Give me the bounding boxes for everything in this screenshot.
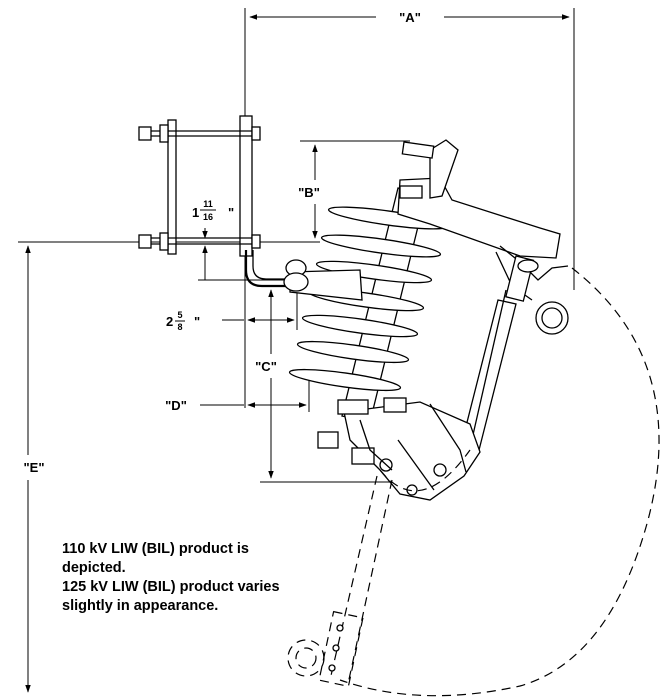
svg-text:": "	[228, 205, 234, 220]
dimension-d-label: "D"	[165, 398, 187, 413]
svg-text:1: 1	[192, 205, 199, 220]
svg-text:5: 5	[177, 310, 182, 320]
dimension-bracket-height-label: 1 11 16 "	[192, 199, 234, 222]
dimension-offset-label: 2 5 8 "	[166, 310, 200, 332]
note-line: slightly in appearance.	[62, 598, 219, 614]
insulator	[283, 187, 449, 423]
svg-text:": "	[194, 314, 200, 329]
upper-contact	[397, 139, 569, 335]
dimension-b-label: "B"	[298, 185, 320, 200]
note-line: depicted.	[62, 560, 126, 576]
note-line: 110 kV LIW (BIL) product is	[62, 541, 249, 557]
swing-radius-arc	[339, 267, 660, 697]
dimension-c-label: "C"	[255, 359, 277, 374]
svg-text:8: 8	[177, 322, 182, 332]
svg-text:16: 16	[203, 212, 213, 222]
note-line: 125 kV LIW (BIL) product varies	[62, 579, 280, 595]
svg-text:11: 11	[203, 199, 213, 209]
fuse-tube-open-position	[287, 475, 393, 688]
insulator-sheds	[288, 206, 449, 392]
product-note: 110 kV LIW (BIL) product is depicted. 12…	[62, 540, 362, 616]
dimension-e-label: "E"	[24, 460, 45, 475]
mounting-bracket	[138, 115, 296, 288]
svg-text:2: 2	[166, 314, 173, 329]
dimension-a-label: "A"	[399, 10, 421, 25]
lower-hinge	[317, 397, 481, 501]
